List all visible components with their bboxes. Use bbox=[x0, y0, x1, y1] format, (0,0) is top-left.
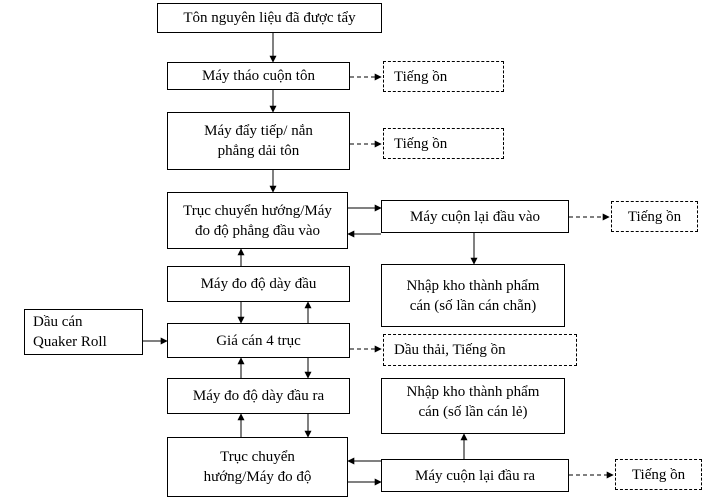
emission-noise-recoiler-out: Tiếng ồn bbox=[615, 459, 702, 490]
node-steer-flatness-in: Trục chuyển hướng/Máy đo độ phẳng đầu và… bbox=[167, 192, 348, 249]
node-steer-measure-out: Trục chuyển hướng/Máy đo độ bbox=[167, 437, 348, 497]
node-feeder-leveler: Máy đẩy tiếp/ nắn phẳng dải tôn bbox=[167, 112, 350, 170]
node-recoiler-out: Máy cuộn lại đầu ra bbox=[381, 459, 569, 492]
emission-oil-waste-noise: Dầu thải, Tiếng ồn bbox=[383, 334, 577, 366]
node-raw-material: Tôn nguyên liệu đã được tẩy bbox=[157, 3, 382, 33]
node-recoiler-in: Máy cuộn lại đầu vào bbox=[381, 200, 569, 233]
node-rolling-oil: Dầu cán Quaker Roll bbox=[24, 309, 143, 355]
node-4-high-stand: Giá cán 4 trục bbox=[167, 323, 350, 358]
node-store-odd-passes: Nhập kho thành phẩm cán (số lần cán lẻ) bbox=[381, 378, 565, 434]
node-thickness-gauge-in: Máy đo độ dày đầu bbox=[167, 266, 350, 302]
emission-noise-feeder: Tiếng ồn bbox=[383, 128, 504, 159]
node-store-even-passes: Nhập kho thành phẩm cán (số lần cán chẵn… bbox=[381, 264, 565, 327]
node-thickness-gauge-out: Máy đo độ dày đầu ra bbox=[167, 378, 350, 414]
emission-noise-uncoiler: Tiếng ồn bbox=[383, 61, 504, 92]
node-uncoiler: Máy tháo cuộn tôn bbox=[167, 62, 350, 90]
emission-noise-recoiler-in: Tiếng ồn bbox=[611, 201, 698, 232]
